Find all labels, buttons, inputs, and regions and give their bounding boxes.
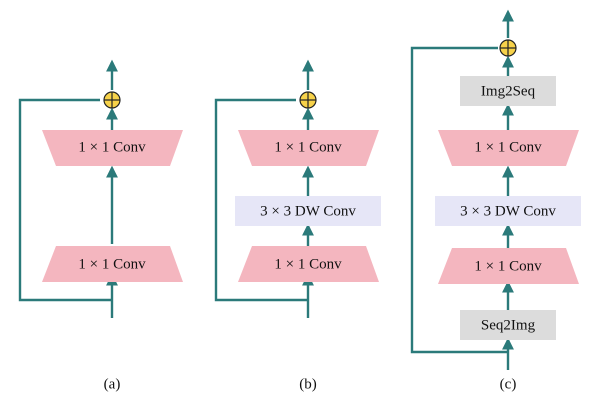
panel-b-conv-top-block: [238, 130, 379, 166]
panel-a-conv-top-label: 1 × 1 Conv: [78, 139, 146, 155]
panel-c-shortcut-edge: [410, 46, 508, 354]
panel-c-conv-bottom-block: [438, 248, 579, 284]
panel-c-img2seq-label: Img2Seq: [481, 83, 536, 99]
panel-c-img2seq-block: [460, 76, 556, 106]
plus-circle-icon: [103, 91, 121, 109]
panel-b: 1 × 1 Conv 3 × 3 DW Conv 1 × 1 Conv (b): [214, 59, 381, 392]
panel-b-conv-top-label: 1 × 1 Conv: [274, 139, 342, 155]
plus-circle-icon: [299, 91, 317, 109]
panel-c-dwconv-block: [435, 196, 581, 226]
panel-a-shortcut-edge: [18, 98, 112, 302]
panel-a-caption: (a): [104, 376, 121, 392]
panel-b-dwconv-label: 3 × 3 DW Conv: [260, 203, 356, 219]
panel-c-seq2img-label: Seq2Img: [481, 317, 536, 333]
panel-b-caption: (b): [299, 376, 317, 392]
panel-c-conv-bottom-label: 1 × 1 Conv: [474, 258, 542, 274]
panel-b-conv-bottom-block: [238, 246, 379, 282]
panel-c-dwconv-label: 3 × 3 DW Conv: [460, 203, 556, 219]
panel-a-conv-top-block: [42, 130, 183, 166]
panel-b-dwconv-block: [235, 196, 381, 226]
panel-c-seq2img-block: [460, 310, 556, 340]
panel-c: Img2Seq 1 × 1 Conv 3 × 3 DW Conv 1 × 1 C…: [410, 9, 581, 392]
panel-a: 1 × 1 Conv 1 × 1 Conv (a): [18, 59, 183, 392]
panel-c-caption: (c): [500, 376, 517, 392]
panel-c-conv-top-block: [438, 130, 579, 166]
panel-a-conv-bottom-label: 1 × 1 Conv: [78, 256, 146, 272]
panel-b-shortcut-edge: [214, 98, 308, 302]
plus-circle-icon: [499, 39, 517, 57]
panel-c-conv-top-label: 1 × 1 Conv: [474, 139, 542, 155]
panel-b-conv-bottom-label: 1 × 1 Conv: [274, 256, 342, 272]
panel-a-conv-bottom-block: [42, 246, 183, 282]
